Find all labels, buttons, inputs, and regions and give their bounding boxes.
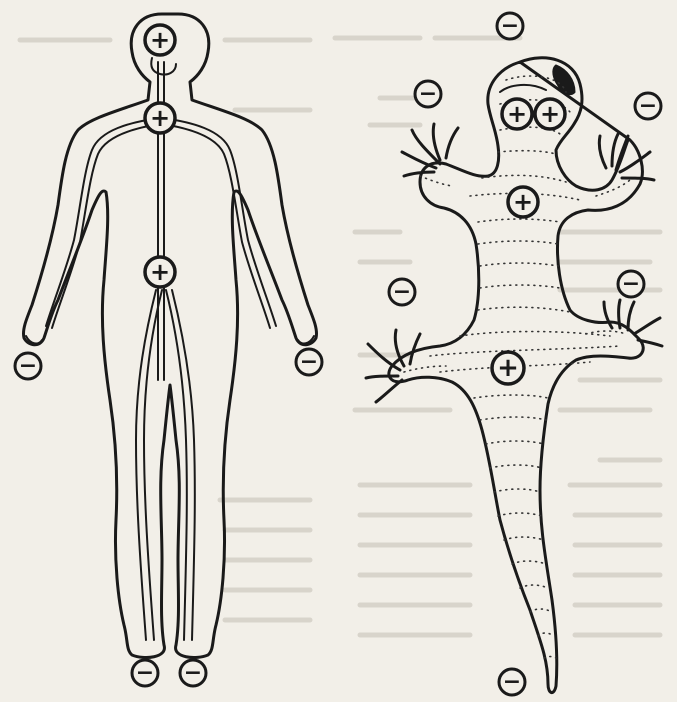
- salamander-hind-foot-left: [366, 330, 420, 402]
- sign-label: +: [150, 258, 170, 286]
- sign-label: −: [501, 14, 519, 39]
- human-left-hand-negative-sign: −: [15, 353, 41, 379]
- salamander-front-right-negative-sign: −: [635, 93, 661, 119]
- salamander-eye-ridge: [500, 85, 546, 92]
- human-chest-positive-sign: +: [145, 103, 175, 133]
- salamander-snout-negative-sign: −: [497, 13, 523, 39]
- sign-label: −: [419, 82, 437, 107]
- salamander-left-eye-positive-sign: +: [502, 99, 532, 129]
- salamander-right-eye-positive-sign: +: [535, 99, 565, 129]
- salamander-front-foot-left: [402, 124, 458, 176]
- salamander-tail-negative-sign: −: [499, 669, 525, 695]
- signs-layer: + + + − − − − +: [15, 13, 661, 695]
- human-right-hand-negative-sign: −: [296, 349, 322, 375]
- sign-label: +: [150, 26, 170, 54]
- sign-label: +: [150, 104, 170, 132]
- human-pelvis-positive-sign: +: [145, 257, 175, 287]
- sign-label: +: [540, 100, 560, 128]
- salamander-hind-left-negative-sign: −: [389, 279, 415, 305]
- sign-label: +: [513, 188, 533, 216]
- sign-label: −: [136, 661, 154, 686]
- human-leg-nerve-left-2: [144, 290, 162, 640]
- sign-label: −: [503, 670, 521, 695]
- salamander-chest-positive-sign: +: [508, 187, 538, 217]
- salamander-hind-right-negative-sign: −: [618, 271, 644, 297]
- sign-label: −: [393, 280, 411, 305]
- human-leg-nerve-right-2: [172, 290, 195, 640]
- salamander-pelvis-positive-sign: +: [492, 352, 524, 384]
- sign-label: −: [639, 94, 657, 119]
- human-leg-nerve-left: [136, 290, 156, 640]
- human-head-positive-sign: +: [145, 25, 175, 55]
- sign-label: −: [622, 272, 640, 297]
- sign-label: −: [19, 354, 37, 379]
- human-right-foot-negative-sign: −: [180, 660, 206, 686]
- salamander-front-left-negative-sign: −: [415, 81, 441, 107]
- sign-label: +: [497, 353, 519, 383]
- salamander-front-foot-right: [599, 134, 654, 180]
- human-left-foot-negative-sign: −: [132, 660, 158, 686]
- sign-label: +: [507, 100, 527, 128]
- sign-label: −: [184, 661, 202, 686]
- sign-label: −: [300, 350, 318, 375]
